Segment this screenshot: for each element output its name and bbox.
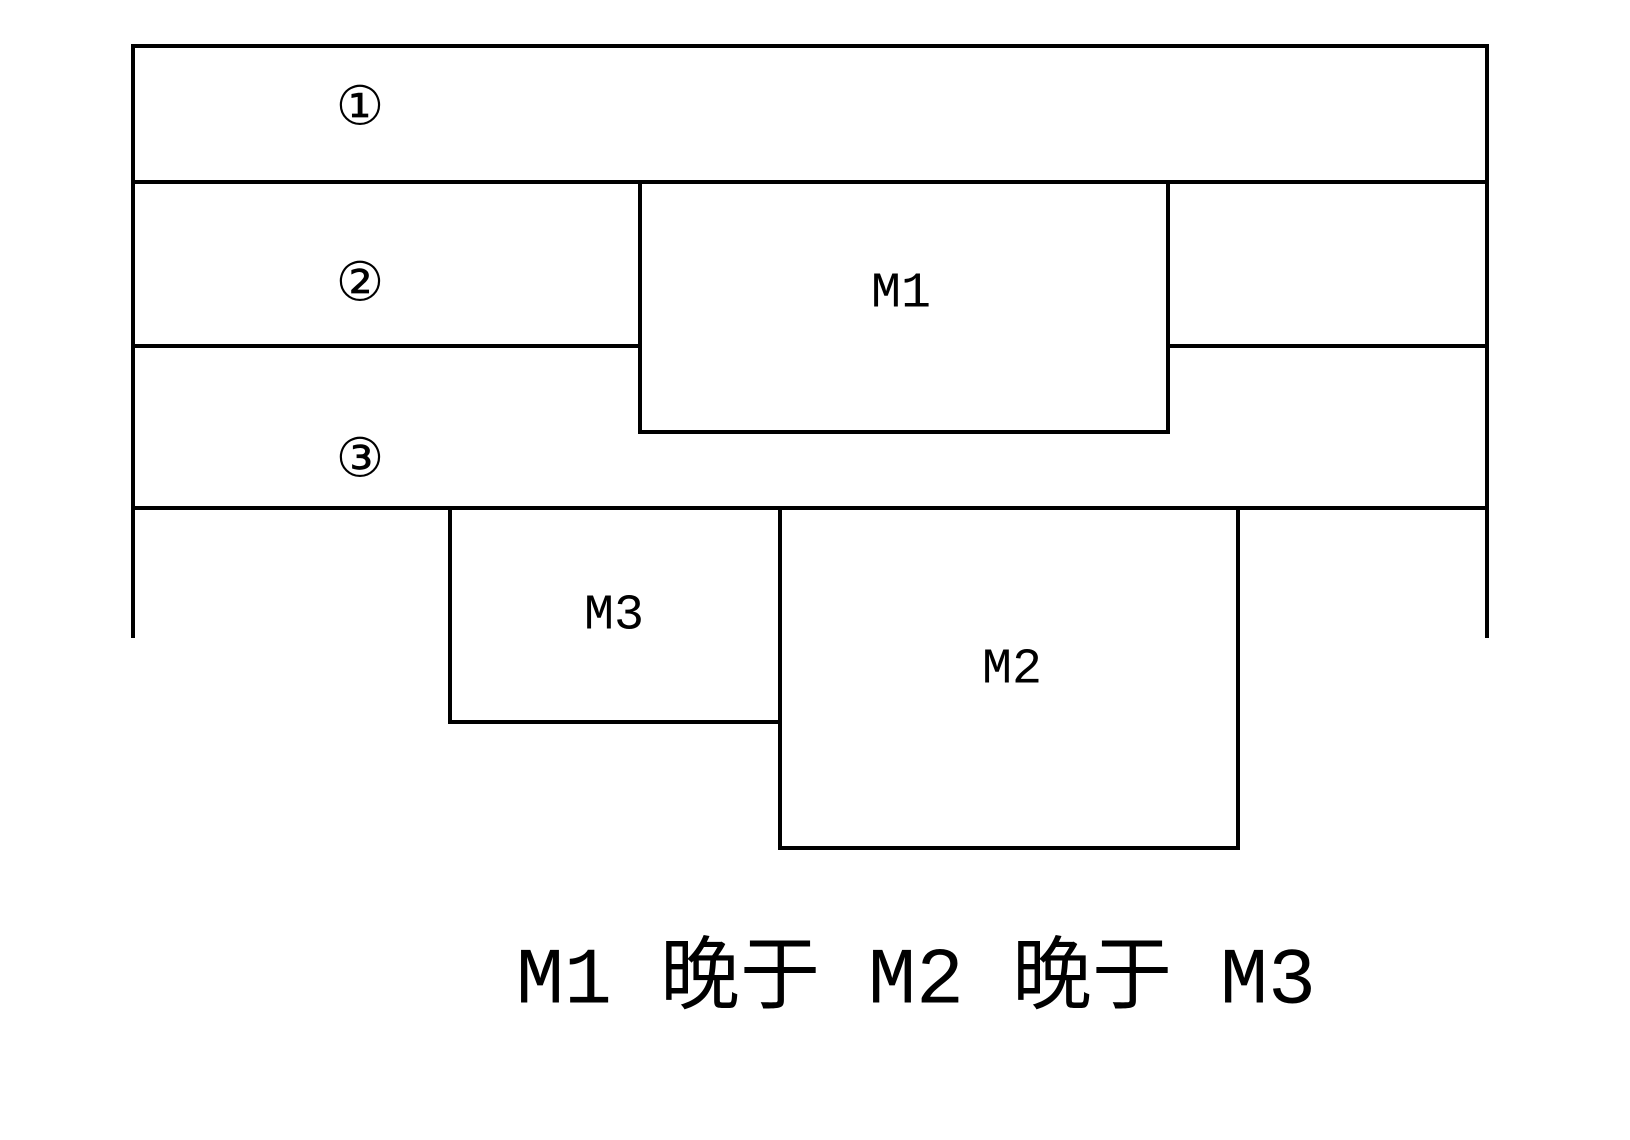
layer-2-label: ② <box>336 251 384 314</box>
diagram-caption: M1 晚于 M2 晚于 M3 <box>516 935 1316 1028</box>
feature-m2-label: M2 <box>982 642 1042 699</box>
feature-m3-label: M3 <box>584 588 644 645</box>
layer-1-label: ① <box>336 75 384 138</box>
feature-m1-outline <box>638 180 1170 434</box>
feature-m1-label: M1 <box>871 266 931 323</box>
feature-m3-outline <box>448 506 782 724</box>
layer-3-label: ③ <box>336 427 384 490</box>
feature-m2-outline <box>778 506 1240 850</box>
